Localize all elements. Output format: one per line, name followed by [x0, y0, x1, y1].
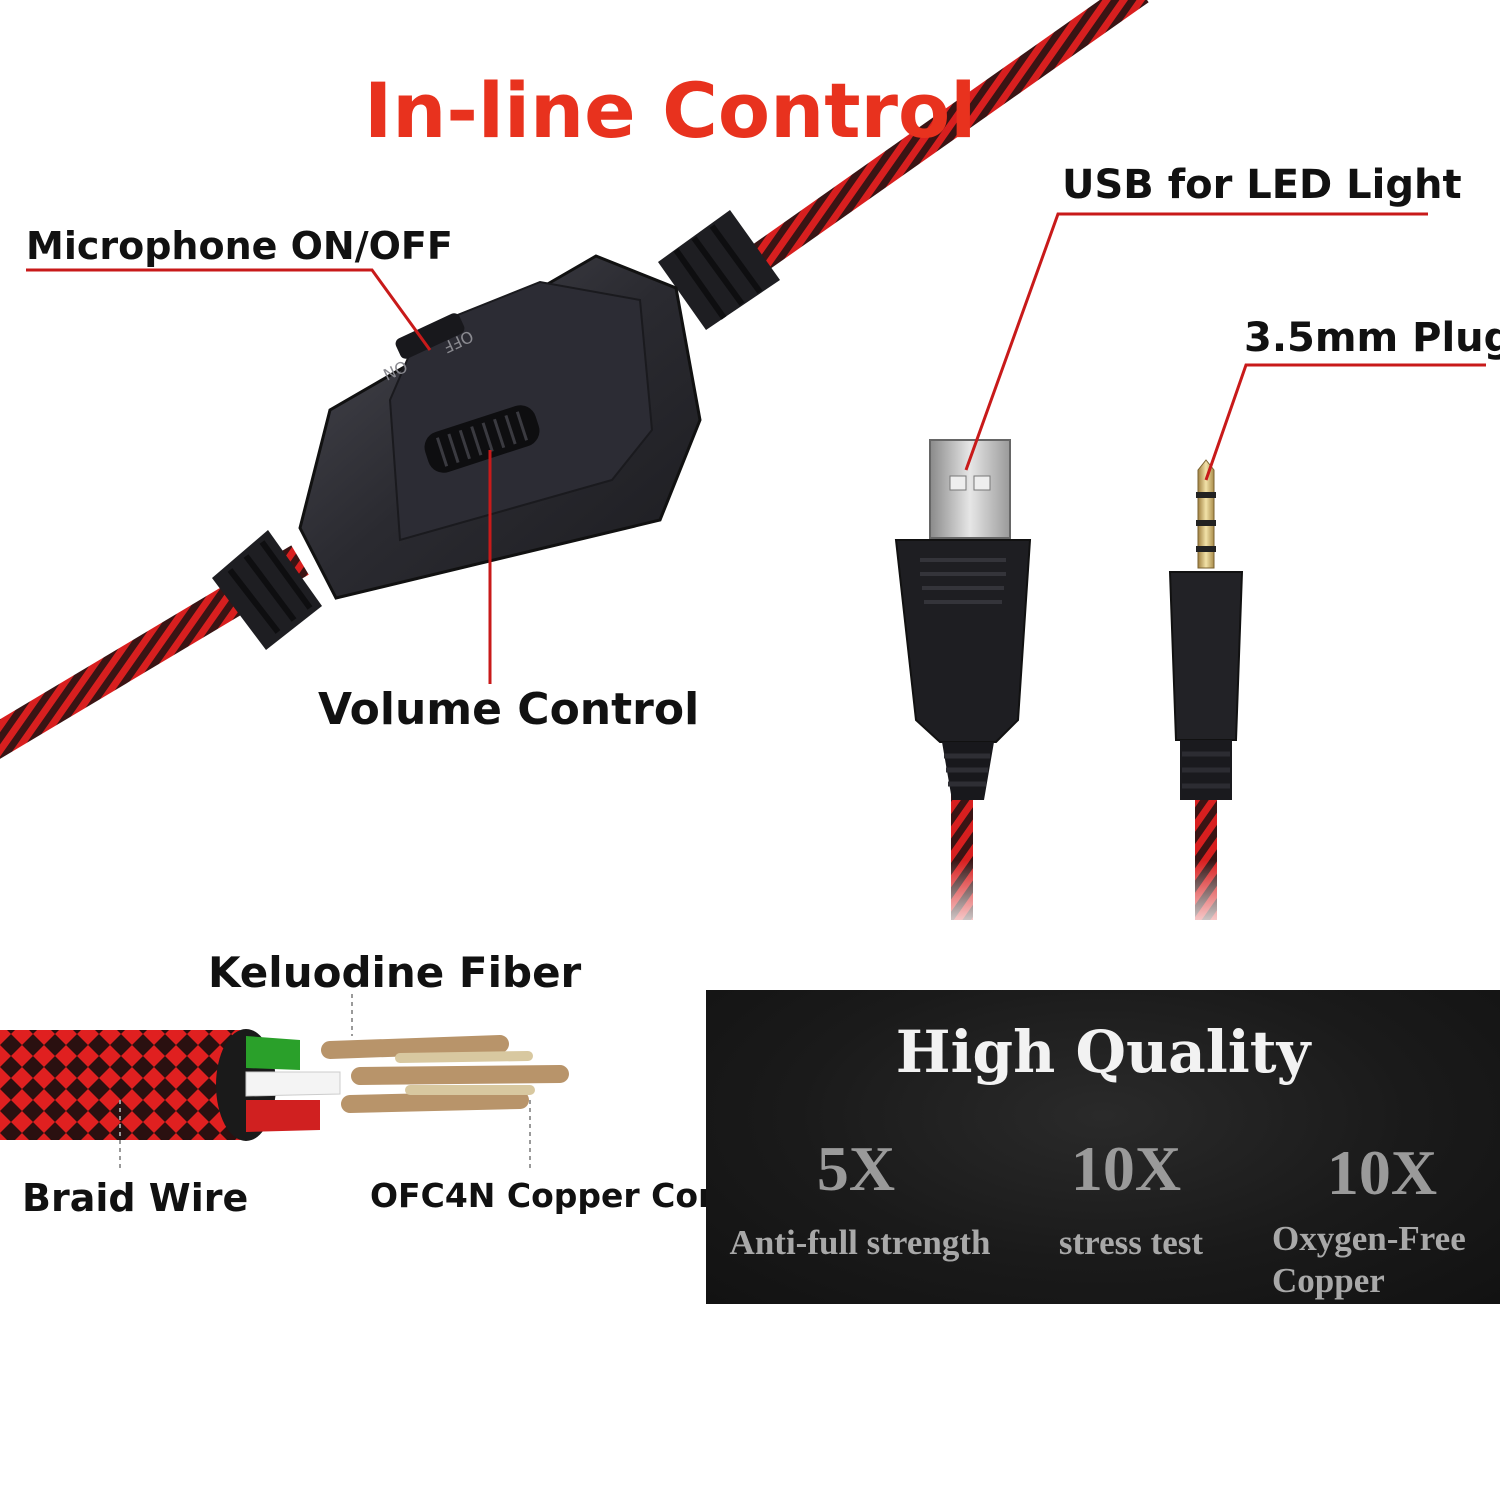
volume-wheel[interactable]	[420, 401, 543, 477]
stat-value-1: 5X	[816, 1133, 896, 1204]
stat-value-2: 10X	[1070, 1133, 1182, 1204]
stat-value-3: 10X	[1326, 1137, 1438, 1208]
label-copper-text: OFC4N Copper Core	[370, 1176, 737, 1215]
inline-control-cable	[0, 0, 1149, 759]
dotted-leaders	[119, 994, 531, 1170]
label-microphone: Microphone ON/OFF	[26, 224, 453, 268]
usb-connector	[894, 439, 1032, 940]
stat-caption-1: Anti-full strength	[729, 1223, 991, 1262]
page-title: In-line Control	[364, 66, 977, 155]
label-usb: USB for LED Light	[1062, 162, 1462, 208]
audio-plug	[1168, 459, 1244, 940]
label-braid: Braid Wire	[22, 1176, 249, 1220]
stat-caption-2: stress test	[1058, 1223, 1204, 1262]
stat-caption-3: Oxygen-Free Copper	[1272, 1219, 1466, 1300]
label-fiber: Keluodine Fiber	[208, 948, 582, 997]
label-copper: OFC4N Copper Core	[370, 1176, 737, 1215]
mic-switch[interactable]	[394, 311, 467, 361]
quality-panel: High Quality 5X Anti-full strength 10X s…	[706, 990, 1500, 1304]
label-plug: 3.5mm Plug	[1244, 315, 1500, 361]
leader-lines	[26, 212, 1486, 684]
cable-cross-section	[0, 1029, 569, 1141]
quality-title: High Quality	[895, 1018, 1311, 1086]
label-volume: Volume Control	[318, 684, 700, 735]
